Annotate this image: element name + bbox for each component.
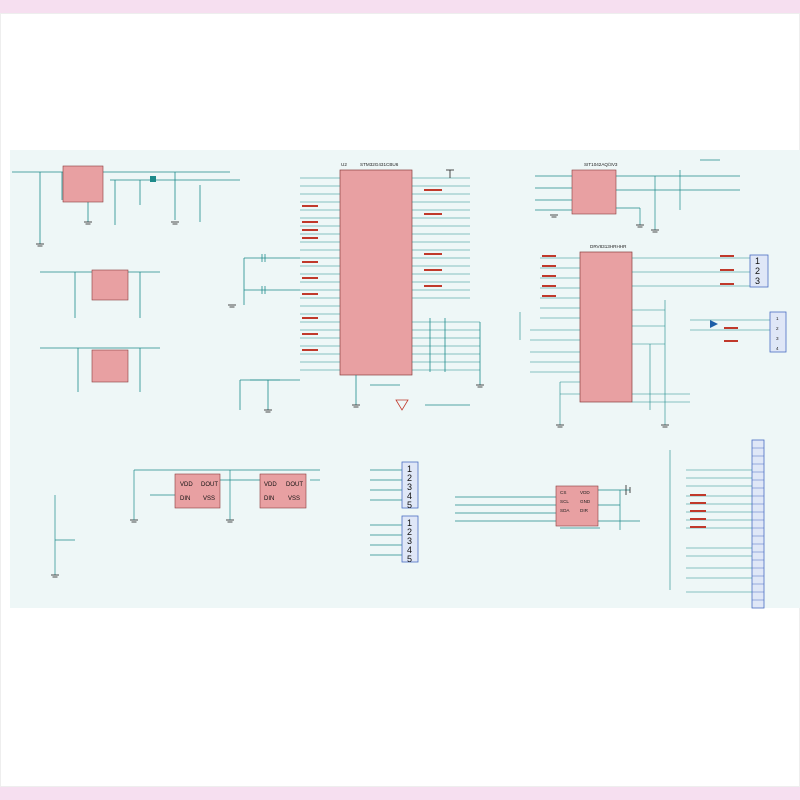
motor-connector-pin-3: 3 — [755, 276, 760, 286]
led-u5-dout: DOUT — [286, 482, 303, 488]
connector-j1-pin-2: 2 — [407, 473, 412, 483]
led-u5-din: DIN — [264, 496, 274, 502]
can-wiring — [535, 159, 740, 230]
large-connector-wiring — [669, 450, 752, 593]
aux-connector-pin-1: 1 — [776, 316, 779, 321]
regulator-u1 — [62, 165, 104, 203]
large-connector-pins — [752, 447, 764, 601]
ldo-section — [40, 271, 160, 392]
led-u5-vss: VSS — [288, 496, 300, 502]
connector-j1-pin-5: 5 — [407, 500, 412, 510]
bottom-left-ground — [51, 519, 234, 578]
led-u4 — [174, 473, 221, 509]
can-ground-symbols — [550, 214, 659, 233]
connector-j2-pin-2: 2 — [407, 527, 412, 537]
led-u5-vdd: VDD — [264, 482, 277, 488]
connector-j1-pin-3: 3 — [407, 482, 412, 492]
ldo-u3 — [91, 269, 129, 301]
led-wiring — [133, 469, 320, 520]
encoder-pin-scl: SCL — [560, 499, 569, 504]
encoder-pin-gnd: GND — [580, 499, 591, 504]
motor-connector — [749, 254, 769, 288]
led-u4-vss: VSS — [203, 496, 215, 502]
power-flag-down — [395, 399, 409, 411]
mcu-ground-symbols — [228, 169, 484, 413]
mcu-ref-label: U2 — [341, 162, 347, 167]
aux-connector-pin-2: 2 — [776, 326, 779, 331]
encoder-pin-dir: DIR — [580, 508, 589, 513]
motor-connector-pin-2: 2 — [755, 266, 760, 276]
connector-j1-pin-1: 1 — [407, 464, 412, 474]
can-transceiver-label: SIT1042AQ/3V3 — [584, 162, 618, 167]
encoder-pin-sda: SDA — [560, 508, 570, 513]
mcu-capacitors — [239, 254, 481, 410]
encoder-pin-cs: CS — [560, 490, 566, 495]
connector-j2-pin-3: 3 — [407, 536, 412, 546]
connector-j2-pin-4: 4 — [407, 545, 412, 555]
large-connector — [751, 439, 765, 609]
mcu-left-pins — [300, 177, 340, 371]
motor-driver-ground-symbols — [556, 424, 669, 428]
aux-connector-pin-4: 4 — [776, 346, 779, 351]
encoder-pin-vdd: VDD — [580, 490, 590, 495]
diode-d1 — [150, 176, 156, 182]
motor-connector-pin-1: 1 — [755, 256, 760, 266]
mcu-u2 — [339, 169, 413, 376]
connector-j2-pin-1: 1 — [407, 518, 412, 528]
switch-section — [54, 379, 280, 575]
diode-d3 — [710, 320, 718, 328]
mcu-net-marks — [302, 189, 442, 351]
motor-driver-left-pins — [519, 257, 580, 425]
encoder-wiring — [455, 489, 640, 530]
aux-connector-pin-3: 3 — [776, 336, 779, 341]
connector-wiring — [370, 469, 402, 556]
aux-connector — [769, 311, 787, 353]
encoder-ground — [625, 485, 631, 495]
connector-j1-pin-4: 4 — [407, 491, 412, 501]
connector-j2 — [401, 515, 419, 563]
can-transceiver-u9 — [571, 169, 617, 215]
connector-j2-pin-5: 5 — [407, 554, 412, 564]
large-connector-nets — [690, 494, 706, 528]
power-input-section — [12, 171, 240, 244]
mcu-part-label: STM32G431CBU6 — [360, 162, 399, 167]
motor-driver-right-pins — [632, 257, 770, 425]
led-u4-din: DIN — [180, 496, 190, 502]
motor-driver-u10 — [579, 251, 633, 403]
connector-j1 — [401, 461, 419, 509]
led-u4-vdd: VDD — [180, 482, 193, 488]
encoder-u11 — [555, 485, 599, 527]
motor-driver-nets — [542, 255, 738, 342]
motor-driver-label: DRV8313HRHHR — [590, 244, 627, 249]
mcu-right-pins — [412, 177, 480, 371]
led-u5 — [259, 473, 307, 509]
led-u4-dout: DOUT — [201, 482, 218, 488]
ground-symbols-top-left — [36, 221, 179, 247]
ldo-u8 — [91, 349, 129, 383]
